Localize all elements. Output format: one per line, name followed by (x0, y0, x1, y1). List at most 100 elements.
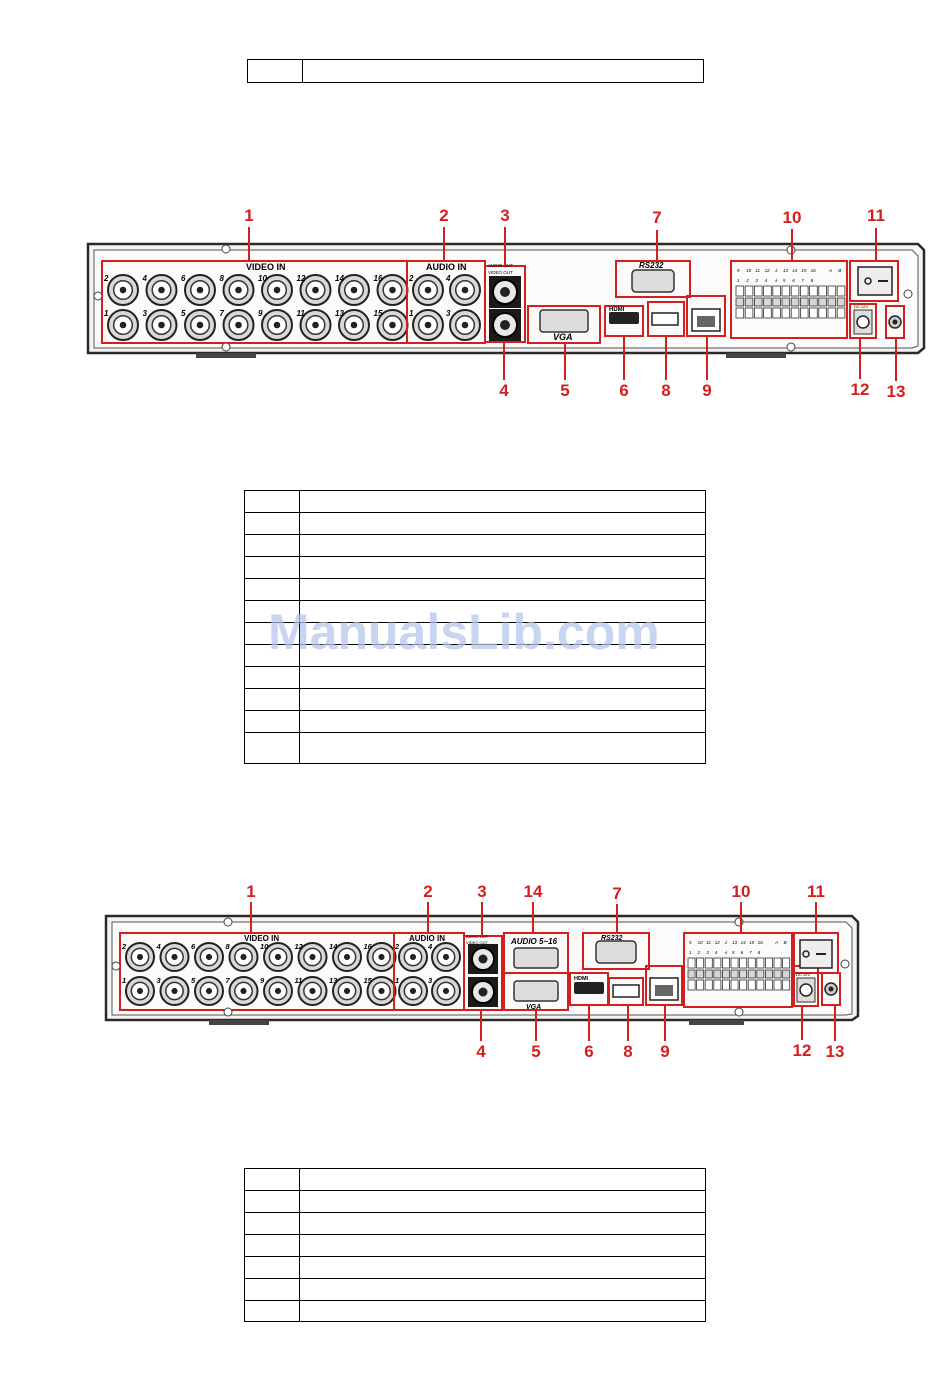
video-in-7-connector-label: 7 (226, 976, 231, 985)
video-in-10-connector-label: 10 (260, 942, 269, 951)
alarm-terminal (713, 979, 722, 991)
alarm-terminal (818, 285, 827, 297)
alarm-terminal (773, 979, 782, 991)
alarm-top-label: B (838, 268, 841, 273)
audio-in-4-connector-label: 4 (445, 274, 451, 283)
alarm-top-label: A (774, 940, 778, 945)
table-cell (244, 666, 300, 689)
video-in-11-connector-label: 11 (297, 309, 306, 318)
alarm-terminal (722, 969, 730, 979)
vga-label: VGA (526, 1004, 541, 1011)
alarm-terminal (781, 307, 791, 319)
video-in-11-connector: 11 (295, 976, 328, 1006)
video-in-16-connector: 16 (364, 942, 397, 972)
alarm-bottom-label: 7 (801, 278, 804, 283)
video-out-label: VIDEO OUT (488, 270, 513, 275)
audio-in-4-connector: 4 (427, 942, 461, 972)
video-in-label: VIDEO IN (244, 934, 279, 943)
video-in-14-connector: 14 (329, 942, 362, 972)
table-cell (244, 534, 300, 557)
audio-in-1-connector: 1 (409, 309, 444, 341)
video-in-13-connector: 13 (335, 309, 370, 341)
alarm-terminal (800, 285, 809, 297)
alarm-terminal (836, 307, 846, 319)
alarm-top-label: 12 (715, 940, 721, 945)
callout-2: 2 (439, 206, 449, 225)
video-in-6-connector-label: 6 (191, 942, 196, 951)
middle-table (244, 490, 706, 764)
alarm-bottom-label: 6 (741, 950, 744, 955)
table-cell (299, 732, 706, 764)
alarm-bottom-label: 6 (792, 278, 795, 283)
alarm-top-label: B (784, 940, 787, 945)
alarm-terminal (827, 307, 837, 319)
video-in-14-connector: 14 (335, 274, 370, 306)
table-cell (299, 1168, 706, 1191)
alarm-terminal (739, 969, 748, 979)
alarm-terminal (687, 969, 696, 979)
table-cell (244, 1300, 300, 1322)
callout-9: 9 (660, 1042, 670, 1061)
callout-1: 1 (246, 882, 256, 901)
table-cell (299, 1278, 706, 1301)
video-in-5-connector: 5 (181, 309, 216, 341)
table-cell (299, 556, 706, 579)
video-in-2-connector: 2 (103, 274, 139, 306)
callout-7: 7 (652, 208, 662, 227)
alarm-terminal (744, 285, 754, 297)
video-in-12-connector-label: 12 (295, 942, 304, 951)
rs232-label: RS232 (601, 935, 623, 942)
table-row (244, 1256, 706, 1279)
alarm-terminal (730, 969, 739, 979)
table-row (244, 710, 706, 733)
callout-13: 13 (886, 382, 906, 401)
alarm-terminal (800, 307, 809, 319)
alarm-terminal (782, 979, 791, 991)
alarm-terminal (782, 969, 791, 979)
alarm-terminal (730, 979, 739, 991)
alarm-bottom-label: 8 (758, 950, 761, 955)
video-in-15-connector: 15 (374, 309, 409, 341)
video-in-1-connector: 1 (104, 309, 139, 341)
alarm-terminal (781, 297, 791, 307)
alarm-terminal (735, 307, 745, 319)
table-cell (299, 578, 706, 601)
alarm-terminal (763, 297, 772, 307)
alarm-terminal (773, 969, 782, 979)
table-row (244, 1168, 706, 1191)
table-cell (302, 59, 704, 83)
video-in-11-connector: 11 (297, 309, 332, 341)
video-in-9-connector: 9 (258, 309, 293, 341)
table-row (244, 1300, 706, 1322)
table-cell (244, 512, 300, 535)
callout-3: 3 (500, 206, 510, 225)
alarm-top-label: 14 (792, 268, 798, 273)
video-in-8-connector-label: 8 (220, 274, 225, 283)
alarm-terminal (765, 957, 773, 969)
table-cell (299, 534, 706, 557)
table-cell (244, 1190, 300, 1213)
callout-11: 11 (807, 882, 825, 901)
audio-in-1-connector-label: 1 (395, 976, 399, 985)
alarm-bottom-label: 8 (811, 278, 814, 283)
table-row (244, 1278, 706, 1301)
alarm-terminal (809, 285, 818, 297)
alarm-top-label: 13 (783, 268, 789, 273)
alarm-terminal (735, 285, 745, 297)
table-row (244, 666, 706, 689)
callout-8: 8 (661, 381, 671, 400)
alarm-terminal (836, 297, 846, 307)
table-row (244, 732, 706, 764)
alarm-bottom-label: ⏚ (774, 278, 779, 283)
alarm-bottom-label: 3 (706, 950, 709, 955)
power-in-label: DC 12V (854, 304, 868, 309)
video-in-1-connector-label: 1 (122, 976, 126, 985)
audio-out-label: AUDIO OUT (488, 263, 513, 268)
alarm-top-label: 11 (706, 940, 711, 945)
video-in-2-connector: 2 (121, 942, 155, 972)
callout-1: 1 (244, 206, 254, 225)
video-in-10-connector-label: 10 (258, 274, 267, 283)
video-in-16-connector-label: 16 (364, 942, 373, 951)
